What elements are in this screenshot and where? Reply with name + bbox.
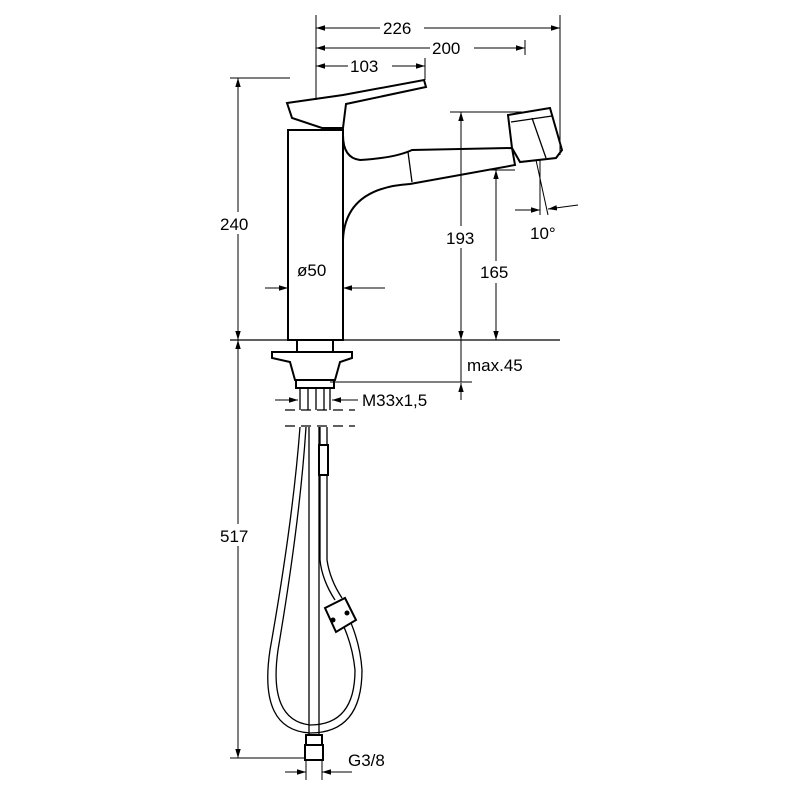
- dim-spout-top-height: 193: [446, 229, 474, 248]
- dim-lever-reach: 103: [350, 57, 378, 76]
- dim-spout-reach: 200: [432, 39, 460, 58]
- dimension-lines: [230, 15, 579, 780]
- mounting-assembly: [271, 339, 353, 410]
- dim-thread: M33x1,5: [362, 391, 427, 410]
- spray-head: [506, 106, 564, 164]
- dim-spout-outlet-height: 165: [480, 263, 508, 282]
- dim-spray-angle: 10°: [530, 224, 556, 243]
- lever-handle: [285, 78, 428, 129]
- dim-hose-length: 517: [220, 527, 248, 546]
- dim-overall-width: 226: [383, 19, 411, 38]
- faucet-body: [287, 129, 517, 341]
- dim-overall-height: 240: [220, 215, 248, 234]
- hoses: [267, 426, 363, 761]
- dim-connection: G3/8: [348, 751, 385, 770]
- dim-body-diameter: ø50: [297, 261, 326, 280]
- dim-max-deck-thickness: max.45: [467, 356, 523, 375]
